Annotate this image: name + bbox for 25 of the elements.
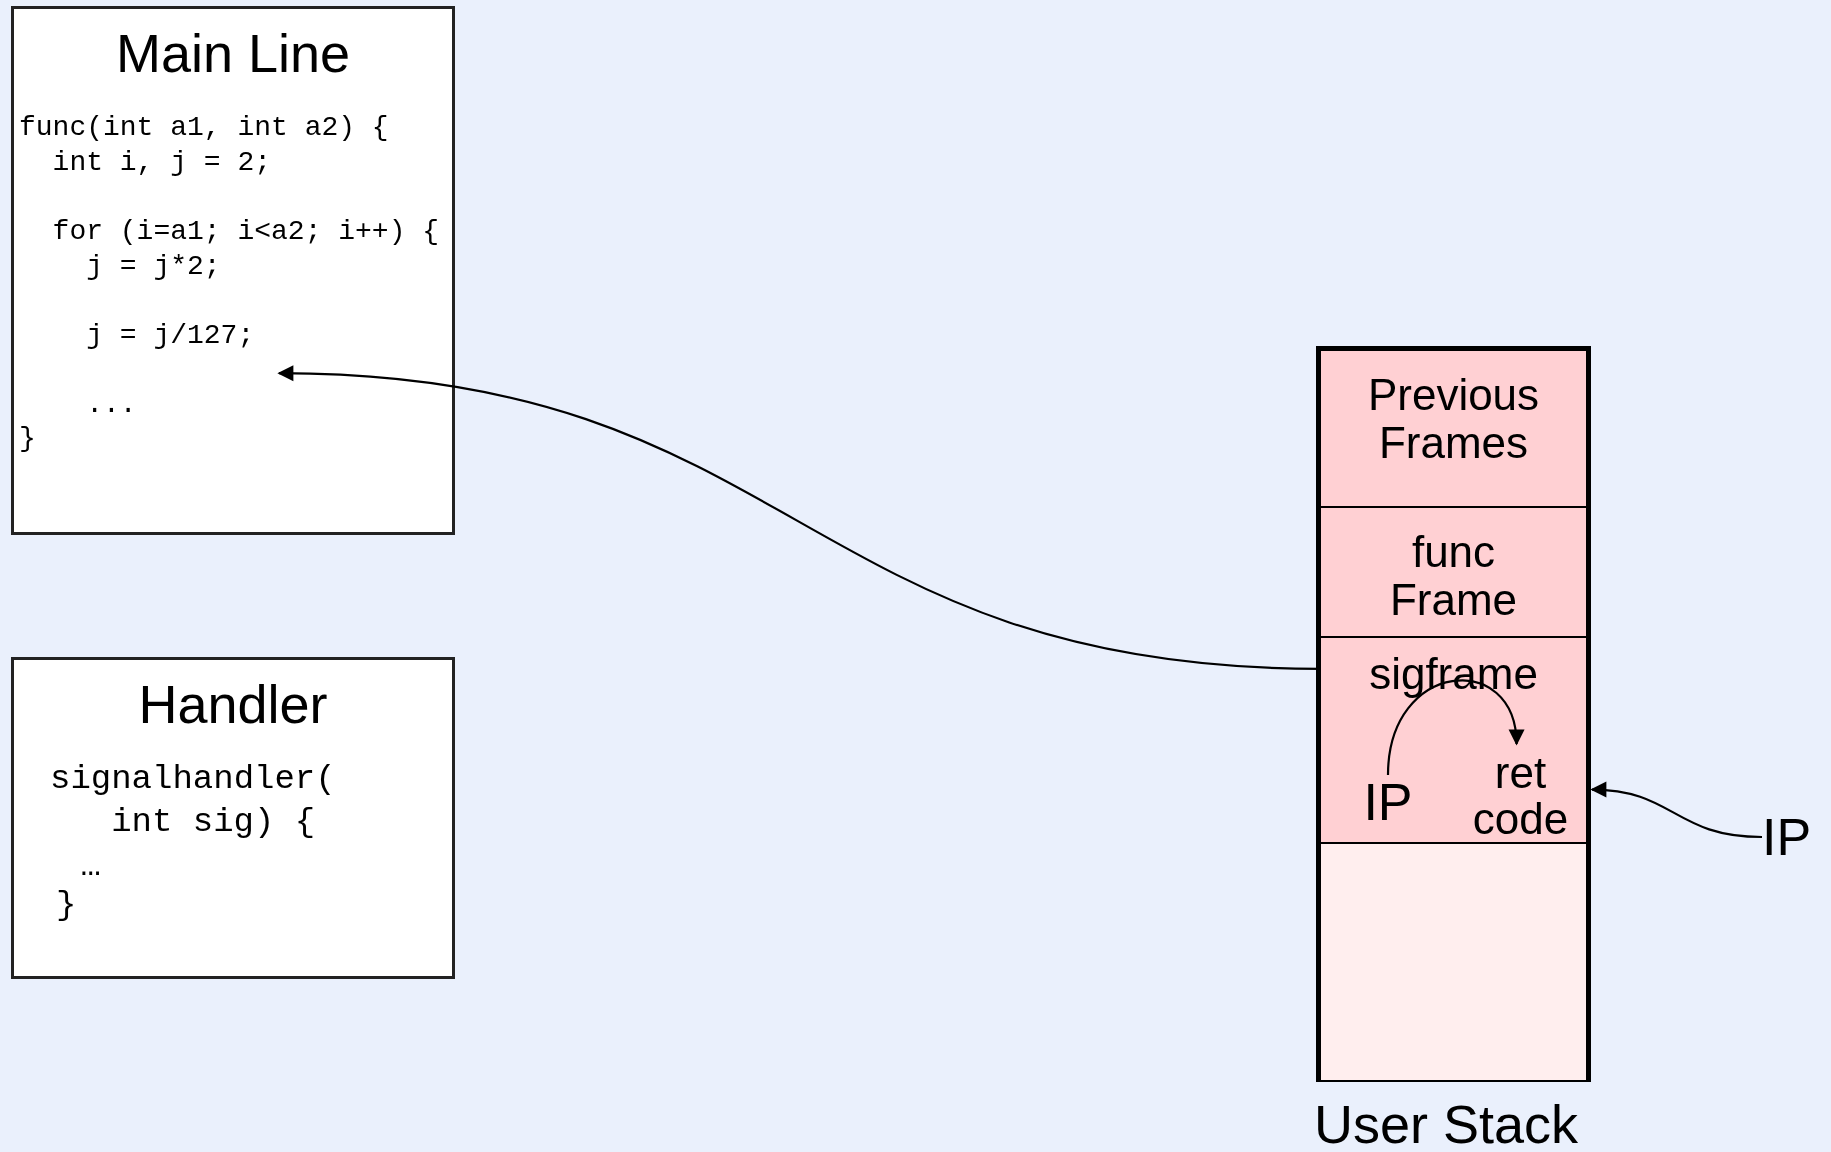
code-line: ... xyxy=(86,391,137,419)
free-stack-area xyxy=(1321,844,1586,1080)
frame-label: sigframe xyxy=(1368,650,1539,698)
frame-label: func Frame xyxy=(1388,528,1519,624)
code-line: int sig) { xyxy=(111,805,316,839)
code-line: } xyxy=(56,888,77,922)
code-line: int i, j = 2; xyxy=(52,149,272,177)
frame-label: Previous Frames xyxy=(1366,371,1541,467)
code-line: j = j*2; xyxy=(86,253,221,281)
code-line: func(int a1, int a2) { xyxy=(19,114,389,142)
code-box xyxy=(11,657,455,979)
pointer-label: IP xyxy=(1360,775,1416,827)
arrow xyxy=(1386,679,1523,776)
code-box xyxy=(11,6,455,535)
code-line: … xyxy=(80,849,101,883)
box-title: Handler xyxy=(138,674,328,734)
code-line: for (i=a1; i<a2; i++) { xyxy=(52,218,440,246)
code-line: } xyxy=(19,425,36,453)
pointer-label: IP xyxy=(1762,808,1824,866)
code-line: j = j/127; xyxy=(86,322,255,350)
code-line: signalhandler( xyxy=(50,762,336,796)
stack-label: User Stack xyxy=(1314,1094,1579,1152)
pointer-label: ret code xyxy=(1455,750,1586,842)
box-title: Main Line xyxy=(115,23,351,83)
arrow xyxy=(1590,782,1763,839)
